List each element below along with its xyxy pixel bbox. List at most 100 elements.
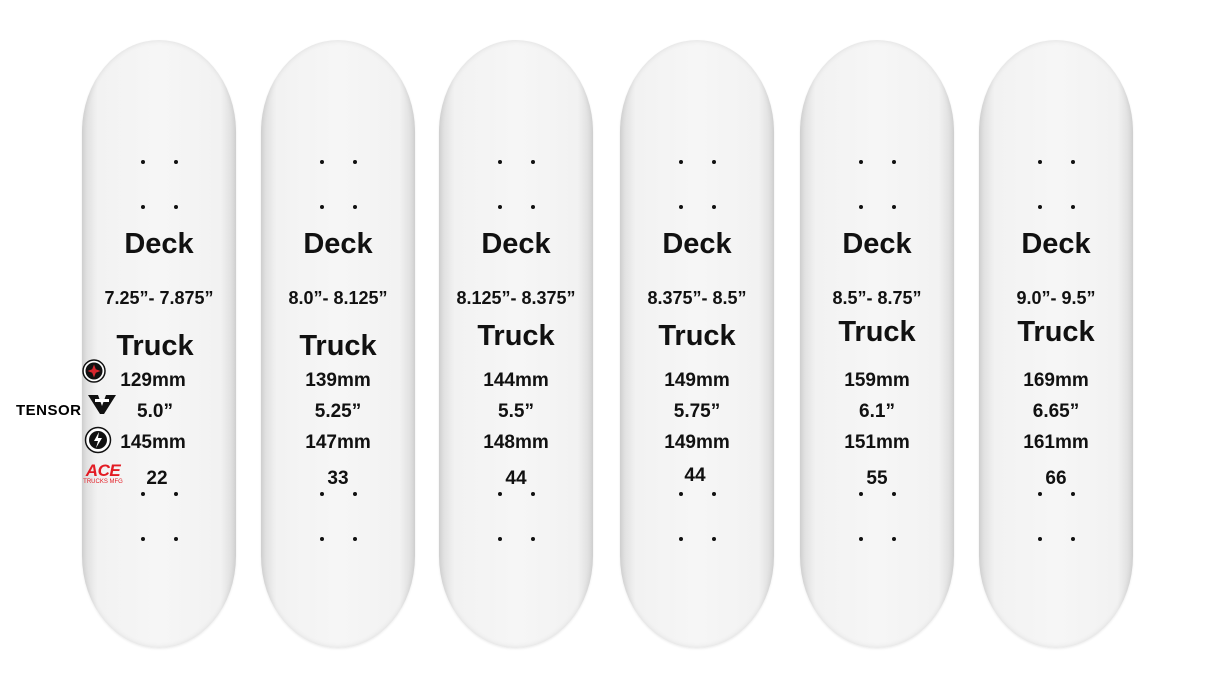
mounting-hole bbox=[712, 160, 716, 164]
deck-title: Deck bbox=[842, 228, 912, 260]
mounting-hole bbox=[859, 160, 863, 164]
thunder-truck-size: 149mm bbox=[664, 432, 730, 453]
deck-width-range: 8.0”- 8.125” bbox=[288, 288, 388, 308]
mounting-hole bbox=[892, 205, 896, 209]
mounting-hole bbox=[531, 160, 535, 164]
mounting-hole bbox=[859, 205, 863, 209]
mounting-hole bbox=[712, 205, 716, 209]
mounting-hole bbox=[712, 537, 716, 541]
ace-logo-icon: ACE TRUCKS MFG bbox=[80, 462, 126, 488]
independent-logo-icon bbox=[82, 359, 106, 383]
mounting-hole bbox=[892, 160, 896, 164]
independent-truck-size: 144mm bbox=[483, 370, 549, 391]
venture-truck-size: 6.1” bbox=[859, 401, 895, 422]
thunder-truck-size: 145mm bbox=[120, 432, 186, 453]
mounting-hole bbox=[498, 537, 502, 541]
mounting-hole bbox=[174, 537, 178, 541]
mounting-hole bbox=[320, 492, 324, 496]
deck-width-range: 8.125”- 8.375” bbox=[456, 288, 576, 308]
thunder-logo-icon bbox=[84, 426, 112, 454]
mounting-hole bbox=[1071, 160, 1075, 164]
truck-title: Truck bbox=[658, 320, 736, 352]
skateboard-deck-6: Deck 9.0”- 9.5” Truck 169mm 6.65” 161mm … bbox=[979, 40, 1133, 648]
truck-title: Truck bbox=[477, 320, 555, 352]
deck-title: Deck bbox=[662, 228, 732, 260]
skateboard-deck-1: Deck 7.25”- 7.875” Truck 129mm 5.0” 145m… bbox=[82, 40, 236, 648]
deck-title: Deck bbox=[481, 228, 551, 260]
mounting-hole bbox=[141, 537, 145, 541]
mounting-hole bbox=[353, 160, 357, 164]
mounting-hole bbox=[1071, 537, 1075, 541]
ace-truck-size: 55 bbox=[866, 468, 888, 489]
deck-title: Deck bbox=[303, 228, 373, 260]
mounting-hole bbox=[141, 205, 145, 209]
skateboard-deck-4: Deck 8.375”- 8.5” Truck 149mm 5.75” 149m… bbox=[620, 40, 774, 648]
mounting-hole bbox=[320, 160, 324, 164]
mounting-hole bbox=[531, 205, 535, 209]
mounting-hole bbox=[531, 492, 535, 496]
ace-truck-size: 66 bbox=[1045, 468, 1067, 489]
truck-title: Truck bbox=[116, 330, 194, 362]
ace-truck-size: 33 bbox=[327, 468, 349, 489]
mounting-hole bbox=[859, 492, 863, 496]
mounting-hole bbox=[174, 205, 178, 209]
mounting-hole bbox=[679, 205, 683, 209]
independent-truck-size: 169mm bbox=[1023, 370, 1089, 391]
mounting-hole bbox=[174, 492, 178, 496]
deck-width-range: 8.375”- 8.5” bbox=[647, 288, 747, 308]
mounting-hole bbox=[141, 492, 145, 496]
independent-truck-size: 159mm bbox=[844, 370, 910, 391]
venture-truck-size: 6.65” bbox=[1032, 401, 1080, 422]
skateboard-deck-2: Deck 8.0”- 8.125” Truck 139mm 5.25” 147m… bbox=[261, 40, 415, 648]
thunder-truck-size: 148mm bbox=[483, 432, 549, 453]
venture-truck-size: 5.0” bbox=[137, 401, 173, 422]
mounting-hole bbox=[320, 205, 324, 209]
mounting-hole bbox=[353, 492, 357, 496]
venture-logo-icon bbox=[88, 395, 116, 414]
tensor-logo: TENSOR bbox=[16, 402, 82, 419]
mounting-hole bbox=[679, 492, 683, 496]
mounting-hole bbox=[498, 160, 502, 164]
venture-truck-size: 5.5” bbox=[498, 401, 534, 422]
mounting-hole bbox=[353, 205, 357, 209]
skateboard-deck-5: Deck 8.5”- 8.75” Truck 159mm 6.1” 151mm … bbox=[800, 40, 954, 648]
thunder-truck-size: 151mm bbox=[844, 432, 910, 453]
mounting-hole bbox=[892, 537, 896, 541]
deck-width-range: 8.5”- 8.75” bbox=[832, 288, 922, 308]
mounting-hole bbox=[1038, 537, 1042, 541]
mounting-hole bbox=[679, 537, 683, 541]
skateboard-deck-3: Deck 8.125”- 8.375” Truck 144mm 5.5” 148… bbox=[439, 40, 593, 648]
truck-title: Truck bbox=[838, 316, 916, 348]
ace-truck-size: 22 bbox=[146, 468, 168, 489]
independent-truck-size: 139mm bbox=[305, 370, 371, 391]
independent-truck-size: 129mm bbox=[120, 370, 186, 391]
mounting-hole bbox=[141, 160, 145, 164]
ace-truck-size: 44 bbox=[684, 465, 706, 486]
mounting-hole bbox=[679, 160, 683, 164]
mounting-hole bbox=[498, 205, 502, 209]
mounting-hole bbox=[1038, 492, 1042, 496]
mounting-hole bbox=[320, 537, 324, 541]
independent-truck-size: 149mm bbox=[664, 370, 730, 391]
thunder-truck-size: 147mm bbox=[305, 432, 371, 453]
truck-title: Truck bbox=[299, 330, 377, 362]
deck-width-range: 9.0”- 9.5” bbox=[1016, 288, 1096, 308]
ace-logo-word: ACE bbox=[85, 461, 121, 480]
mounting-hole bbox=[353, 537, 357, 541]
ace-truck-size: 44 bbox=[505, 468, 527, 489]
thunder-truck-size: 161mm bbox=[1023, 432, 1089, 453]
mounting-hole bbox=[859, 537, 863, 541]
mounting-hole bbox=[1038, 205, 1042, 209]
mounting-hole bbox=[498, 492, 502, 496]
truck-title: Truck bbox=[1017, 316, 1095, 348]
deck-title: Deck bbox=[124, 228, 194, 260]
deck-width-range: 7.25”- 7.875” bbox=[104, 288, 214, 308]
mounting-hole bbox=[1071, 205, 1075, 209]
venture-truck-size: 5.75” bbox=[673, 401, 721, 422]
deck-title: Deck bbox=[1021, 228, 1091, 260]
mounting-hole bbox=[1038, 160, 1042, 164]
venture-truck-size: 5.25” bbox=[314, 401, 362, 422]
mounting-hole bbox=[531, 537, 535, 541]
mounting-hole bbox=[174, 160, 178, 164]
mounting-hole bbox=[892, 492, 896, 496]
